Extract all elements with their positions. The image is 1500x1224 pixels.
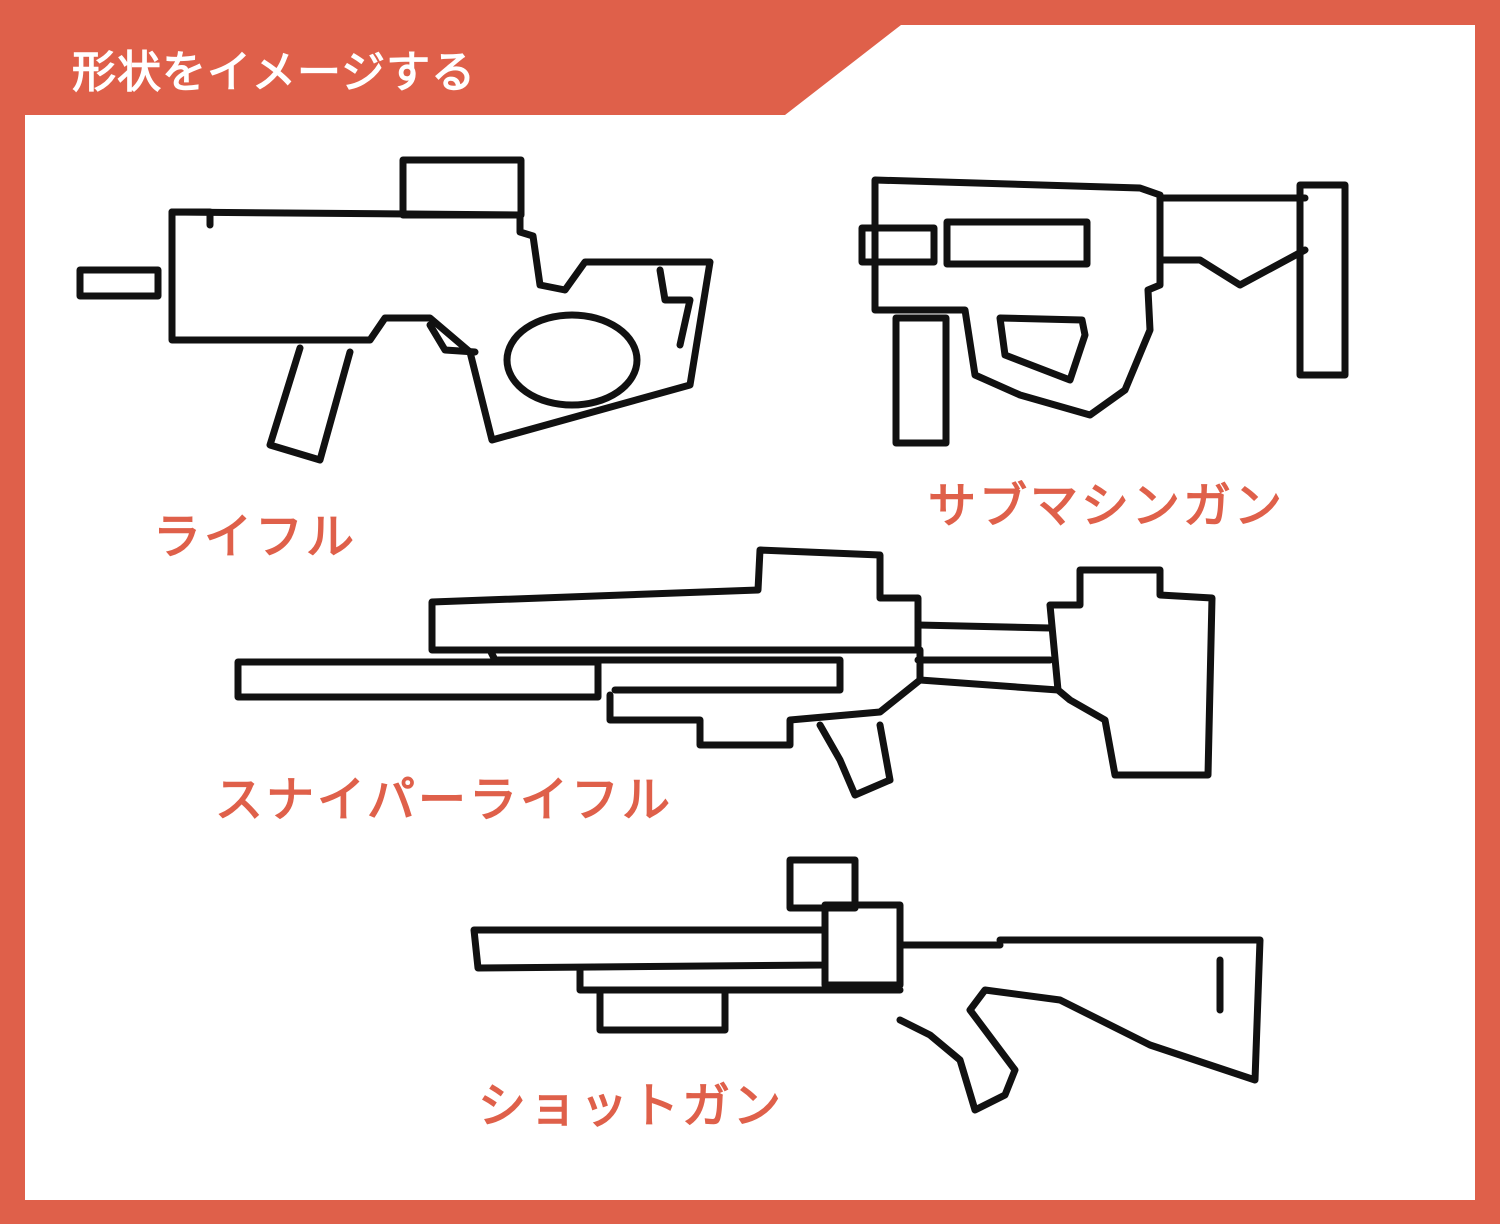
- content-panel: [25, 25, 1475, 1200]
- smg-label: サブマシンガン: [928, 478, 1286, 534]
- page-title: 形状をイメージする: [72, 47, 477, 98]
- rifle-label: ライフル: [153, 509, 358, 565]
- shotgun-sketch: [470, 856, 1264, 1114]
- rifle-sketch: [76, 156, 714, 464]
- sniper-sketch: [234, 546, 1216, 799]
- smg-sketch: [858, 176, 1349, 447]
- shotgun-label: ショットガン: [478, 1078, 785, 1134]
- sniper-label: スナイパーライフル: [215, 772, 674, 828]
